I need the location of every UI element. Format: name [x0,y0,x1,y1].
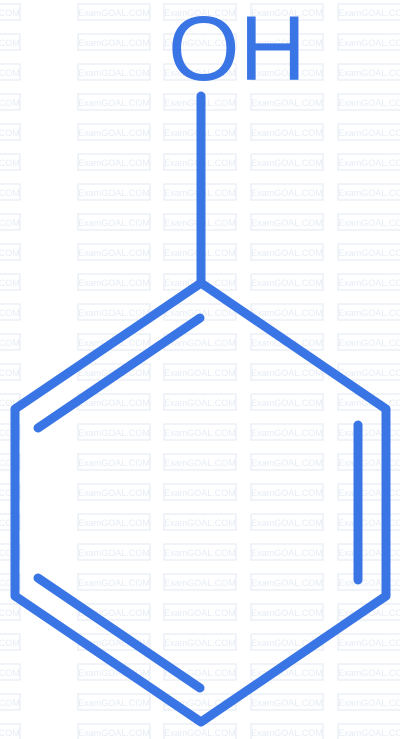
double-bond-lower-left [33,573,205,693]
double-bond-upper-left [33,313,205,433]
hydroxyl-label: OH [168,0,306,100]
benzene-ring [10,278,391,727]
